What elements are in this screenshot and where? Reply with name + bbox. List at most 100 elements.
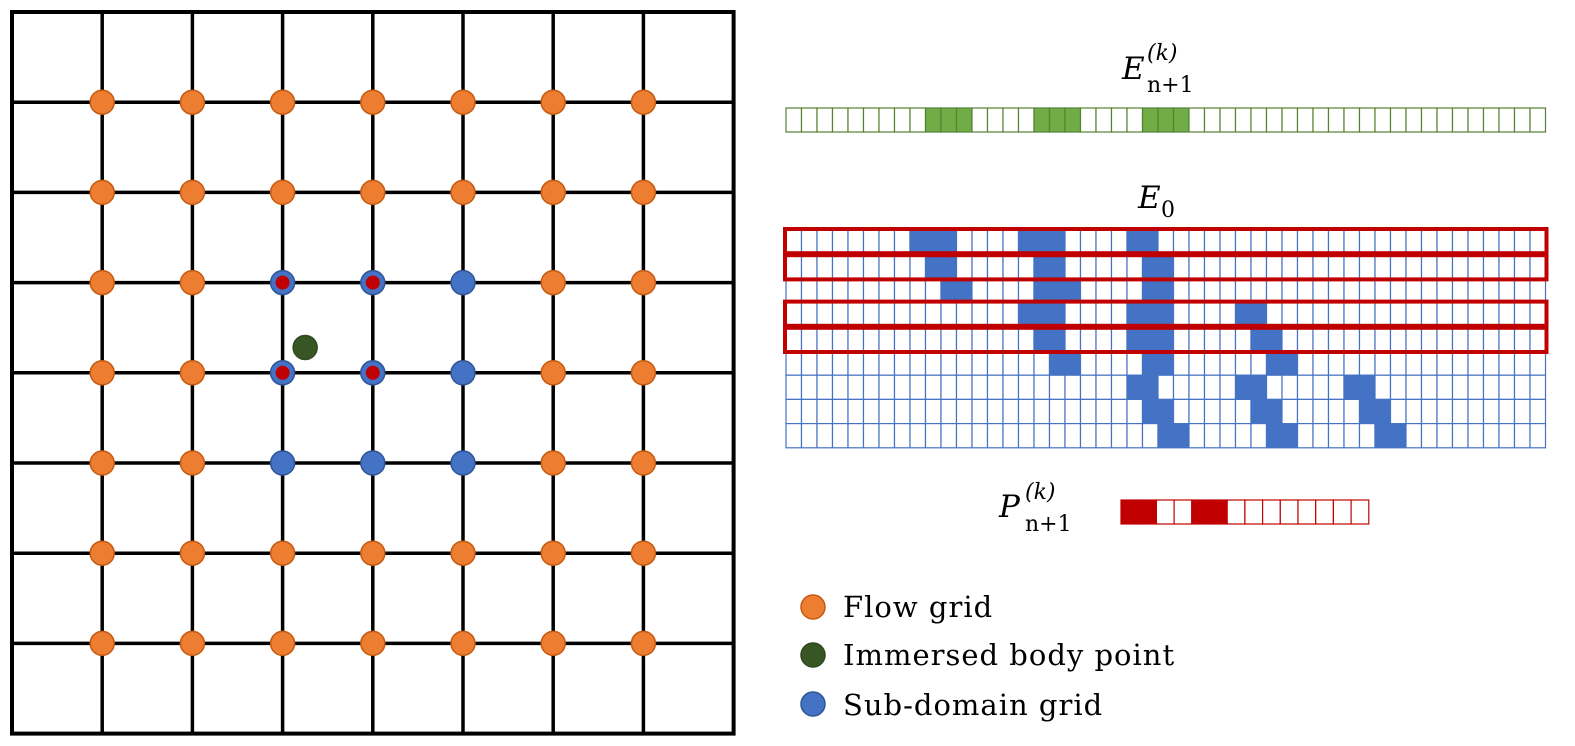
e0-cell	[893, 374, 911, 401]
e0-cell	[1467, 398, 1485, 425]
e0-cell	[1079, 374, 1097, 401]
e0-cell-filled	[924, 229, 942, 255]
e0-cell	[1405, 350, 1423, 376]
e0-cell	[1110, 302, 1128, 328]
e0-base: E	[1137, 180, 1161, 216]
e0-cell	[1188, 326, 1206, 352]
e0-cell	[1436, 398, 1454, 425]
p-next-vector	[1120, 499, 1370, 525]
e0-cell	[1017, 350, 1035, 376]
e0-cell	[1389, 302, 1407, 328]
e-next-cell	[971, 107, 989, 133]
e0-cell	[1203, 350, 1221, 376]
e0-cell-filled	[1126, 302, 1144, 328]
e0-cell	[1203, 277, 1221, 304]
e0-cell	[924, 277, 942, 304]
e0-cell	[878, 253, 896, 279]
e0-cell	[1420, 302, 1438, 328]
e0-cell	[1327, 423, 1345, 449]
e-next-cell	[1436, 107, 1454, 133]
e0-cell	[1219, 326, 1237, 352]
e0-cell	[986, 326, 1004, 352]
e0-cell-filled	[1017, 229, 1035, 255]
e-next-cell	[1374, 107, 1392, 133]
e0-cell	[1203, 302, 1221, 328]
e0-cell	[1327, 253, 1345, 279]
e0-matrix	[785, 229, 1547, 449]
e0-cell	[831, 374, 849, 401]
e0-cell	[971, 350, 989, 376]
legend-item-immersed-body-point: Immersed body point	[800, 638, 1174, 672]
e0-cell	[1250, 253, 1268, 279]
e0-cell	[893, 229, 911, 255]
e0-cell	[1048, 423, 1066, 449]
e0-cell	[893, 277, 911, 304]
e0-cell	[1296, 423, 1314, 449]
e-next-cell	[1312, 107, 1330, 133]
e0-cell	[1157, 229, 1175, 255]
e0-cell	[1017, 374, 1035, 401]
e0-cell	[1172, 374, 1190, 401]
e0-cell	[986, 398, 1004, 425]
flow-grid-node	[630, 630, 657, 657]
e0-cell-filled	[1358, 398, 1376, 425]
e0-cell-filled	[1343, 374, 1361, 401]
e0-cell	[1467, 277, 1485, 304]
e0-cell	[1451, 326, 1469, 352]
sub-domain-grid-icon	[800, 691, 826, 717]
e0-cell	[816, 350, 834, 376]
e0-cell	[1064, 398, 1082, 425]
e0-cell	[1374, 229, 1392, 255]
e0-cell	[831, 350, 849, 376]
e-next-cell-filled	[1141, 107, 1159, 133]
e0-cell	[831, 253, 849, 279]
legend-item-flow-grid: Flow grid	[800, 590, 992, 624]
e0-cell	[1296, 374, 1314, 401]
e0-cell	[955, 326, 973, 352]
e0-cell	[1296, 229, 1314, 255]
e-next-cell	[785, 107, 803, 133]
e0-cell	[1250, 423, 1268, 449]
p-next-superscript: (k)	[1025, 480, 1056, 505]
e0-cell-filled	[1048, 302, 1066, 328]
e0-cell	[1110, 423, 1128, 449]
e0-cell	[1110, 326, 1128, 352]
flow-grid-node	[450, 630, 476, 657]
e0-cell-filled	[1141, 277, 1159, 304]
flow-grid-node	[360, 630, 386, 657]
p-next-cell-filled	[1191, 499, 1211, 525]
e-next-label: E (k) n+1	[1121, 41, 1194, 98]
e0-cell	[1095, 229, 1113, 255]
e0-cell	[1467, 423, 1485, 449]
e0-cell	[986, 253, 1004, 279]
e0-cell	[785, 253, 803, 279]
e0-cell	[1343, 423, 1361, 449]
e0-cell-filled	[1048, 229, 1066, 255]
e0-cell	[785, 326, 803, 352]
e0-cell	[1095, 398, 1113, 425]
e-next-cell	[1079, 107, 1097, 133]
e0-cell	[862, 326, 880, 352]
e0-cell	[955, 398, 973, 425]
e0-cell-filled	[1048, 326, 1066, 352]
e-next-subscript: n+1	[1147, 73, 1194, 98]
flow-grid-node	[450, 179, 476, 206]
e0-cell	[1033, 423, 1051, 449]
e0-cell-filled	[1033, 277, 1051, 304]
e0-cell	[971, 398, 989, 425]
e0-cell	[1374, 350, 1392, 376]
e0-cell	[1188, 253, 1206, 279]
e0-cell	[1498, 350, 1516, 376]
e-next-cell	[1513, 107, 1531, 133]
e0-cell	[1343, 229, 1361, 255]
e0-cell	[816, 277, 834, 304]
e0-cell	[1374, 253, 1392, 279]
flow-grid-node	[179, 179, 206, 206]
e0-cell	[878, 350, 896, 376]
e0-cell	[800, 277, 818, 304]
e0-cell	[1079, 229, 1097, 255]
e0-cell	[1389, 350, 1407, 376]
e0-cell	[1188, 229, 1206, 255]
e0-cell	[1219, 423, 1237, 449]
e0-cell	[1498, 229, 1516, 255]
